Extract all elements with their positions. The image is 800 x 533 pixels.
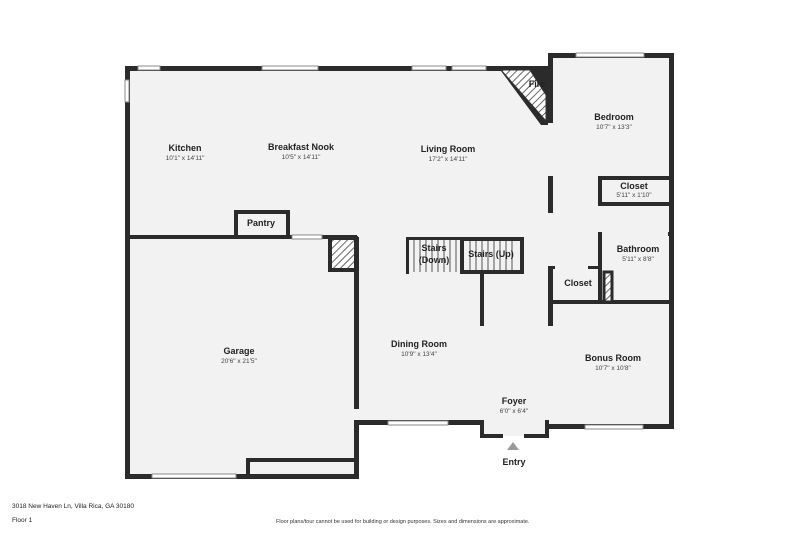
stairs-down-sub: (Down)	[418, 255, 450, 266]
closet-bedroom-dims: 5'11" x 1'10"	[616, 192, 652, 200]
stairs-up-name: Stairs (Up)	[468, 249, 514, 259]
wall-bedroom-left-upper	[548, 53, 553, 123]
label-stairs-down: Stairs (Down)	[419, 243, 450, 266]
label-dining-room: Dining Room 10'9" x 13'4"	[391, 339, 447, 359]
kitchen-dims: 10'1" x 14'11"	[165, 155, 205, 163]
label-living-room: Living Room 17'2" x 14'11"	[421, 144, 476, 164]
wall-pantry-left	[234, 210, 238, 238]
wall-garage-right-upper	[354, 237, 359, 409]
label-closet-bedroom: Closet 5'11" x 1'10"	[616, 181, 651, 200]
window-nook-top	[261, 65, 319, 71]
dining-room-name: Dining Room	[391, 339, 447, 349]
wall-right	[669, 53, 674, 429]
floor-label: Floor 1	[12, 517, 33, 524]
stairs-down-name: Stairs	[421, 243, 447, 253]
wall-foyer-bottom-right	[524, 434, 548, 438]
label-bedroom: Bedroom 10'7" x 13'3"	[594, 112, 634, 132]
chimney-box	[328, 236, 358, 272]
label-foyer: Foyer 6'0" x 6'4"	[500, 396, 528, 416]
wall-stairs-up-right	[520, 237, 524, 274]
label-bathroom: Bathroom 5'11" x 8'8"	[617, 244, 660, 264]
wall-garage-bottom	[125, 474, 358, 479]
wall-stairs-down-left	[406, 237, 409, 274]
label-kitchen: Kitchen 10'1" x 14'11"	[166, 143, 205, 163]
wall-stairs-up-top	[464, 237, 524, 241]
wall-garage-right-lower	[354, 420, 359, 479]
wall-stairs-up-bottom	[464, 270, 524, 274]
closet-small-name: Closet	[564, 278, 592, 288]
stairs-down-treads	[413, 240, 457, 272]
door-garage	[151, 473, 237, 479]
foyer-dims: 6'0" x 6'4"	[499, 408, 529, 416]
wall-closet-left	[598, 176, 602, 204]
breakfast-nook-dims: 10'5" x 14'11"	[281, 154, 321, 162]
bathroom-dims: 5'11" x 8'8"	[622, 256, 654, 264]
kitchen-name: Kitchen	[168, 143, 202, 153]
wall-stairs-down-top	[406, 237, 463, 240]
wall-garage-lower-jog	[246, 458, 358, 462]
disclaimer: Floor plans/tour cannot be used for buil…	[276, 519, 530, 525]
window-bonus-front	[584, 424, 644, 430]
wall-bath-right-jog	[668, 232, 674, 236]
wall-garage-jog-vertical	[246, 458, 250, 478]
wall-foyer-left	[480, 420, 484, 438]
fireplace-hearth	[499, 69, 547, 123]
address: 3018 New Haven Ln, Villa Rica, GA 30180	[12, 503, 135, 510]
dining-room-dims: 10'9" x 13'4"	[401, 351, 437, 359]
wall-garage-top	[125, 235, 357, 239]
fire-name: Fire	[528, 79, 546, 89]
wall-small-closet-left	[548, 266, 553, 326]
closet-bedroom-name: Closet	[620, 181, 648, 191]
label-closet-small: Closet	[564, 278, 592, 288]
wall-bedroom-bottom	[598, 176, 674, 180]
wall-foyer-bottom-left	[480, 434, 503, 438]
door-garage-entry	[291, 234, 323, 240]
label-fire: Fire	[529, 79, 546, 89]
bedroom-name: Bedroom	[594, 112, 634, 122]
window-kitchen-top	[137, 65, 161, 71]
living-room-name: Living Room	[420, 144, 476, 154]
breakfast-nook-name: Breakfast Nook	[267, 142, 335, 152]
wall-pantry-right	[286, 210, 290, 238]
pantry-name: Pantry	[246, 218, 276, 228]
wall-left	[125, 66, 130, 478]
label-garage: Garage 20'6" x 21'5"	[221, 346, 257, 366]
entry-name: Entry	[502, 457, 526, 467]
wall-top-left	[125, 66, 551, 71]
stairs-up-treads	[469, 241, 513, 270]
entry-arrow-icon	[507, 442, 519, 450]
wall-closet-bottom	[598, 202, 674, 206]
foyer-name: Foyer	[501, 396, 527, 406]
label-entry: Entry	[502, 457, 525, 467]
wall-small-closet-top-left	[548, 266, 555, 269]
window-living-top-1	[411, 65, 447, 71]
bedroom-dims: 10'7" x 13'3"	[596, 124, 632, 132]
wall-pantry-top	[234, 210, 290, 214]
garage-name: Garage	[223, 346, 255, 356]
label-bonus-room: Bonus Room 10'7" x 10'8"	[585, 353, 641, 373]
wall-bedroom-left-lower	[548, 176, 553, 213]
wall-small-closet-top-right	[588, 266, 602, 269]
bath-hatch-box	[602, 270, 614, 304]
label-stairs-up: Stairs (Up)	[468, 249, 514, 259]
bonus-room-dims: 10'7" x 10'8"	[595, 365, 631, 373]
garage-dims: 20'6" x 21'5"	[221, 358, 257, 366]
foyer-floor	[481, 420, 548, 436]
window-dining-front	[387, 420, 449, 426]
wall-stair-post	[480, 272, 484, 326]
label-breakfast-nook: Breakfast Nook 10'5" x 14'11"	[268, 142, 334, 162]
window-bedroom-top	[575, 52, 645, 58]
label-pantry: Pantry	[247, 218, 275, 228]
bathroom-name: Bathroom	[616, 244, 660, 254]
bedroom-floor	[551, 56, 673, 180]
living-room-dims: 17'2" x 14'11"	[428, 156, 468, 164]
window-living-top-2	[451, 65, 487, 71]
garage-floor	[128, 238, 358, 475]
bonus-room-name: Bonus Room	[585, 353, 641, 363]
wall-stairs-down-right	[460, 237, 464, 274]
window-kitchen-left	[124, 79, 130, 103]
